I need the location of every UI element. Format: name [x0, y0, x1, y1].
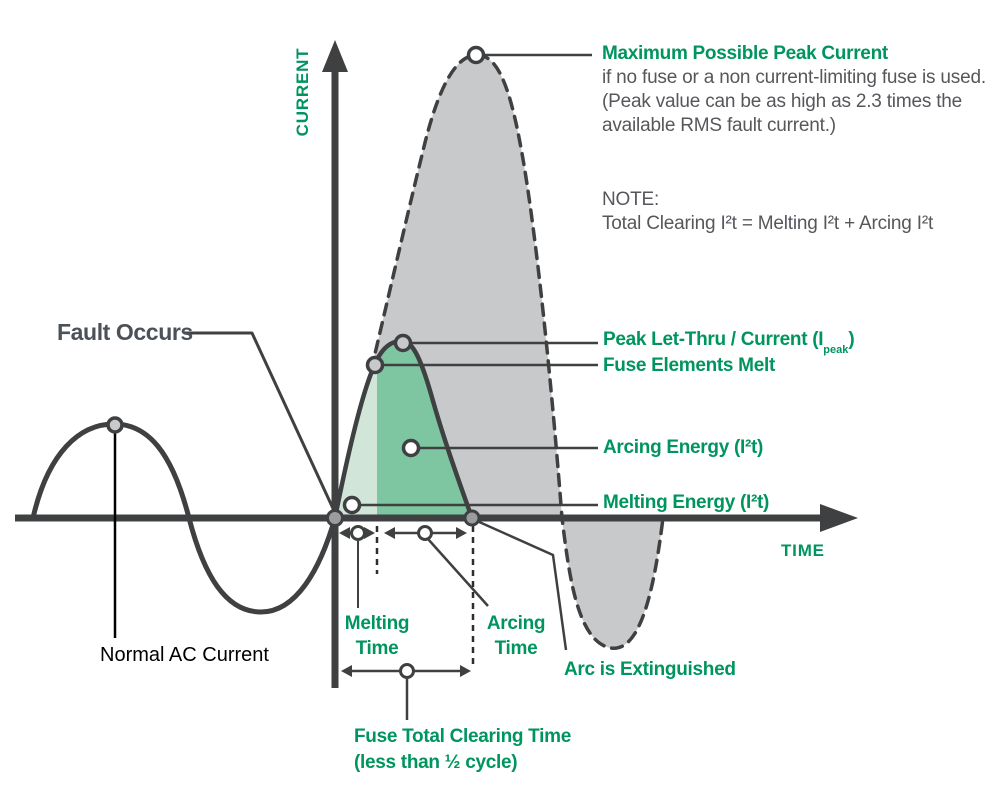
arcing-time-arrowhead-left [384, 527, 395, 539]
arcing-energy-marker [401, 438, 421, 458]
melting-time-line2: Time [355, 638, 399, 659]
max-peak-title: Maximum Possible Peak Current [602, 43, 888, 64]
sine-peak-marker [106, 416, 124, 434]
arc-extinguished-leader [476, 519, 568, 651]
current-axis-arrowhead [322, 40, 348, 72]
fault-occurs-leader [184, 331, 338, 516]
fault-occurs-label: Fault Occurs [57, 319, 193, 345]
melting-time-arrowhead-left [339, 527, 350, 539]
total-clearing-marker [399, 663, 415, 679]
y-axis-label: CURRENT [293, 47, 312, 137]
peak-let-thru-marker [393, 333, 413, 353]
fuse-melt-marker [365, 355, 385, 375]
arcing-time-line1: Arcing [486, 613, 546, 634]
prospective-current-dashed-outline [333, 53, 665, 650]
note-annotation: NOTE: Total Clearing I²t = Melting I²t +… [602, 188, 933, 236]
x-axis-label: TIME [781, 541, 825, 560]
normal-ac-label: Normal AC Current [100, 644, 269, 666]
arcing-time-line2: Time [494, 638, 538, 659]
melting-time-line1: Melting [344, 613, 410, 634]
melting-time-arrowhead-right [364, 527, 375, 539]
max-peak-line1: if no fuse or a non current-limiting fus… [602, 67, 986, 88]
max-peak-annotation: Maximum Possible Peak Current if no fuse… [602, 42, 986, 138]
arcing-time-leader [427, 538, 489, 607]
arc-extinguished-marker [463, 509, 481, 527]
max-peak-marker [466, 45, 486, 65]
total-clearing-line1: Fuse Total Clearing Time [354, 726, 571, 747]
total-clearing-arrowhead-right [460, 665, 471, 677]
total-clearing-arrowhead-left [341, 665, 352, 677]
melting-energy-label: Melting Energy (I²t) [603, 492, 770, 513]
arcing-time-label: Arcing Time [470, 611, 562, 661]
peak-let-thru-pre: Peak Let-Thru / Current (I [603, 329, 824, 350]
melting-region-fill [335, 364, 377, 518]
arcing-energy-label: Arcing Energy (I²t) [603, 437, 764, 458]
time-axis-arrowhead [820, 504, 858, 532]
max-peak-line3: available RMS fault current.) [602, 115, 836, 136]
peak-let-thru-label: Peak Let-Thru / Current (Ipeak) [603, 329, 855, 356]
note-body: Total Clearing I²t = Melting I²t + Arcin… [602, 213, 934, 234]
origin-marker [326, 509, 344, 527]
melting-time-marker [350, 525, 366, 541]
melting-time-label: Melting Time [330, 611, 424, 661]
peak-let-thru-sub: peak [823, 343, 849, 356]
fuse-elements-melt-label: Fuse Elements Melt [603, 355, 775, 376]
total-clearing-line2: (less than ½ cycle) [354, 752, 518, 773]
max-peak-line2: (Peak value can be as high as 2.3 times … [602, 91, 963, 112]
arcing-time-arrowhead-right [456, 527, 467, 539]
melting-energy-marker [342, 495, 362, 515]
note-heading: NOTE: [602, 189, 660, 210]
arc-extinguished-label: Arc is Extinguished [564, 659, 736, 680]
peak-let-thru-post: ) [848, 329, 855, 350]
arcing-time-marker [417, 525, 433, 541]
total-clearing-label: Fuse Total Clearing Time (less than ½ cy… [354, 724, 571, 776]
